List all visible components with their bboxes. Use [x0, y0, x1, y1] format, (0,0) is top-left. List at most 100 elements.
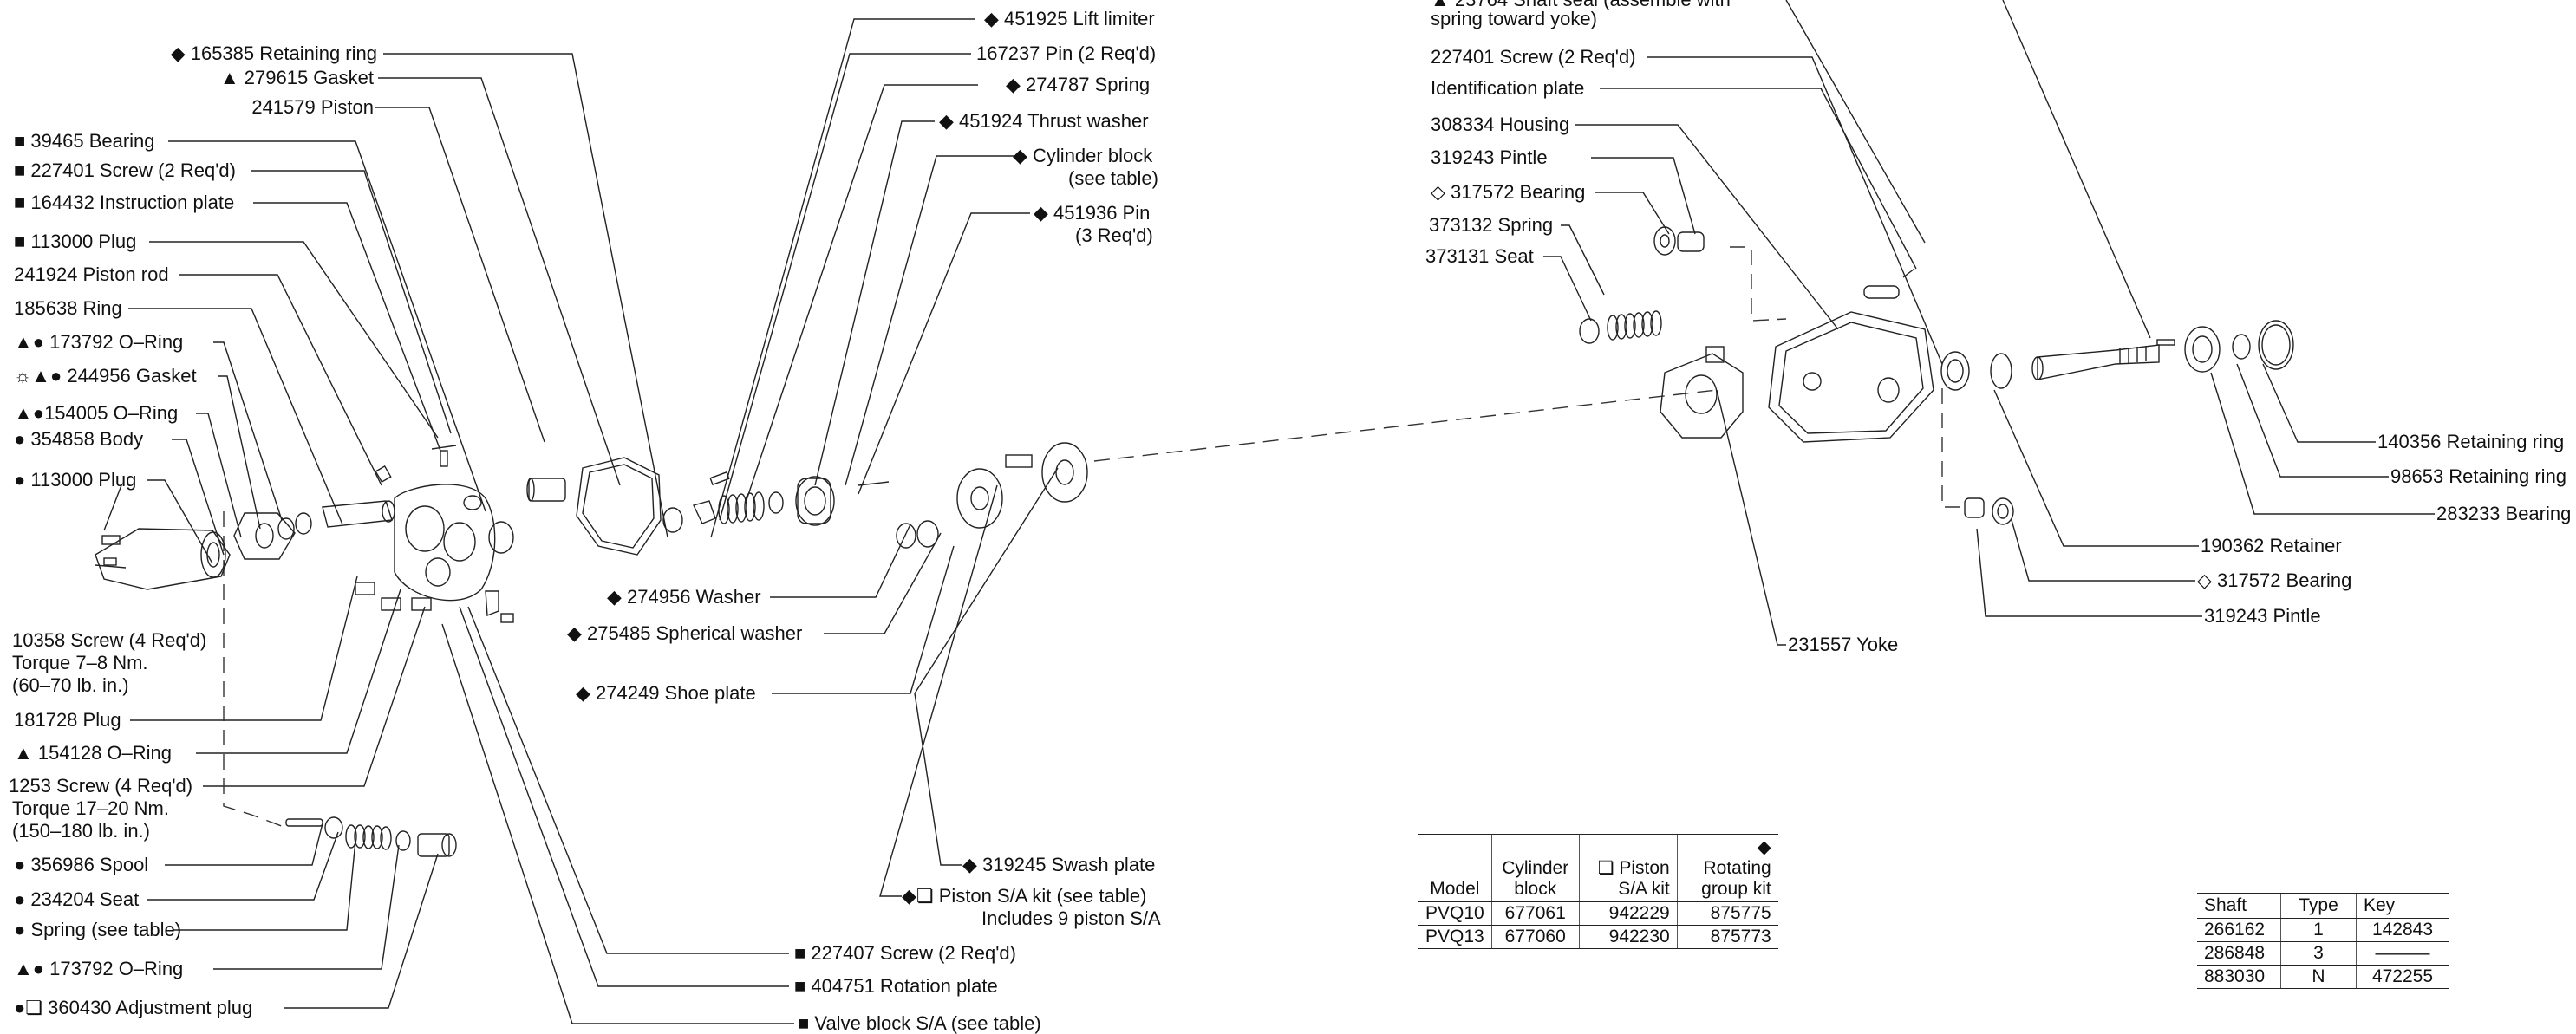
callout-shaft-seal: ▲ 23764 Shaft seal (assemble with [1431, 0, 1731, 10]
callout-gasket-279615: ▲ 279615 Gasket [219, 67, 374, 88]
model-table-header-cell: ◆ Rotating group kit [1676, 834, 1778, 902]
callout-torque-17-20: Torque 17–20 Nm. [12, 797, 169, 819]
callout-screw-227407: ■ 227407 Screw (2 Req'd) [794, 942, 1016, 964]
middle-leader-lines [441, 18, 1059, 1024]
callout-torque-17-20-lb: (150–180 lb. in.) [12, 820, 150, 842]
callout-ring-185638: 185638 Ring [14, 297, 122, 319]
callout-o-ring-154128: ▲ 154128 O–Ring [14, 742, 173, 764]
callout-thrust-washer: ◆ 451924 Thrust washer [939, 110, 1149, 132]
callout-cylinder-block-note: (see table) [1068, 167, 1158, 189]
callout-valve-block: ■ Valve block S/A (see table) [798, 1012, 1041, 1034]
callout-screw-227401: ■ 227401 Screw (2 Req'd) [14, 159, 236, 181]
callout-pintle-top: 319243 Pintle [1431, 146, 1548, 168]
right-leader-lines [1543, 0, 2435, 646]
callout-piston-241579: 241579 Piston [251, 96, 374, 118]
callout-bearing-283233: 283233 Bearing [2436, 503, 2572, 524]
callout-identification-plate: Identification plate [1431, 77, 1585, 99]
model-table-header-cell: ❏ Piston S/A kit [1578, 834, 1678, 902]
callout-seat-234204: ● 234204 Seat [14, 888, 140, 910]
shaft-table-header-cell: Key [2356, 893, 2449, 919]
callout-housing: 308334 Housing [1431, 114, 1570, 135]
table-cell: PVQ10 [1418, 901, 1492, 926]
callout-rotation-plate: ■ 404751 Rotation plate [794, 975, 998, 997]
callout-pin-451936-qty: (3 Req'd) [1075, 224, 1153, 246]
callout-retaining-ring-165385: ◆ 165385 Retaining ring [170, 42, 377, 64]
table-cell: 472255 [2356, 965, 2449, 989]
callout-piston-sa-kit: ◆❏ Piston S/A kit (see table) [902, 885, 1147, 907]
callout-shaft-seal-note: spring toward yoke) [1431, 8, 1597, 29]
callout-cylinder-block: ◆ Cylinder block [1013, 145, 1153, 166]
valve-body-assembly [95, 445, 514, 623]
table-cell: 3 [2280, 941, 2357, 966]
callout-adjustment-plug: ●❏ 360430 Adjustment plug [14, 997, 253, 1018]
table-row: 883030 N 472255 [2197, 965, 2449, 989]
table-row: 266162 1 142843 [2197, 918, 2449, 942]
table-cell: 266162 [2197, 918, 2281, 942]
callout-plug-181728: 181728 Plug [14, 709, 121, 731]
table-row: PVQ13 677060 942230 875773 [1418, 925, 1778, 949]
callout-bearing-317572-bottom: ◇ 317572 Bearing [2197, 569, 2352, 591]
table-row: PVQ10 677061 942229 875775 [1418, 901, 1778, 926]
table-cell: 1 [2280, 918, 2357, 942]
callout-spring-see-table: ● Spring (see table) [14, 919, 182, 940]
table-cell: ——— [2356, 941, 2449, 966]
callout-pin-451936: ◆ 451936 Pin [1034, 202, 1151, 224]
callout-plug-113000-b: ● 113000 Plug [14, 469, 137, 491]
callout-shoe-plate: ◆ 274249 Shoe plate [576, 682, 756, 704]
callout-screw-227401-right: 227401 Screw (2 Req'd) [1431, 46, 1636, 68]
callout-bearing-317572-top: ◇ 317572 Bearing [1431, 181, 1586, 203]
table-cell: 942229 [1578, 901, 1678, 926]
callout-swash-plate: ◆ 319245 Swash plate [962, 854, 1156, 875]
table-cell: 677060 [1490, 925, 1580, 949]
callout-pintle-bottom: 319243 Pintle [2204, 605, 2321, 627]
table-row: 286848 3 ——— [2197, 941, 2449, 966]
callout-body-354858: ● 354858 Body [14, 428, 144, 450]
spool-assembly [285, 816, 457, 857]
callout-spool-356986: ● 356986 Spool [14, 854, 149, 875]
model-table-header-cell: Cylinder block [1490, 834, 1580, 902]
shaft-table-header: Shaft Type Key [2197, 893, 2449, 919]
table-cell: 942230 [1578, 925, 1678, 949]
callout-seat-373131: 373131 Seat [1425, 245, 1534, 267]
callout-bearing-39465: ■ 39465 Bearing [14, 130, 155, 152]
callout-spring-373132: 373132 Spring [1429, 214, 1554, 236]
left-leader-lines [128, 53, 668, 1009]
shaft-table-header-cell: Shaft [2197, 893, 2281, 919]
table-cell: 142843 [2356, 918, 2449, 942]
callout-screw-10358: 10358 Screw (4 Req'd) [12, 629, 207, 651]
table-cell: N [2280, 965, 2357, 989]
callout-o-ring-154005: ▲●154005 O–Ring [14, 402, 179, 424]
callout-retainer-190362: 190362 Retainer [2201, 535, 2342, 556]
table-cell: 875775 [1676, 901, 1778, 926]
shaft-table: Shaft Type Key 266162 1 142843 286848 3 … [2197, 893, 2449, 989]
callout-screw-1253: 1253 Screw (4 Req'd) [9, 775, 193, 797]
rotating-group [526, 442, 1088, 556]
table-cell: 875773 [1676, 925, 1778, 949]
model-table-header-cell: Model [1418, 834, 1492, 902]
callout-o-ring-173792-b: ▲● 173792 O–Ring [14, 958, 184, 979]
callout-piston-sa-note: Includes 9 piston S/A [981, 907, 1161, 929]
callout-pin-167237: 167237 Pin (2 Req'd) [976, 42, 1157, 64]
table-cell: PVQ13 [1418, 925, 1492, 949]
callout-washer-274956: ◆ 274956 Washer [607, 586, 761, 608]
callout-plug-113000: ■ 113000 Plug [14, 231, 137, 252]
shaft-table-header-cell: Type [2280, 893, 2357, 919]
table-cell: 883030 [2197, 965, 2281, 989]
housing-yoke-assembly [1579, 226, 2294, 525]
model-table: Model Cylinder block ❏ Piston S/A kit ◆ … [1418, 834, 1778, 949]
callout-gasket-244956: ☼▲● 244956 Gasket [14, 365, 197, 387]
callout-instruction-plate: ■ 164432 Instruction plate [14, 192, 235, 213]
callout-yoke: 231557 Yoke [1788, 634, 1899, 655]
callout-lift-limiter: ◆ 451925 Lift limiter [984, 8, 1155, 29]
table-cell: 677061 [1490, 901, 1580, 926]
callout-retaining-ring-98653: 98653 Retaining ring [2390, 465, 2567, 487]
callout-torque-7-8-lb: (60–70 lb. in.) [12, 674, 129, 696]
callout-spherical-washer: ◆ 275485 Spherical washer [567, 622, 803, 644]
callout-torque-7-8: Torque 7–8 Nm. [12, 652, 148, 673]
callout-o-ring-173792: ▲● 173792 O–Ring [14, 331, 184, 353]
model-table-header: Model Cylinder block ❏ Piston S/A kit ◆ … [1418, 834, 1778, 902]
callout-spring-274787: ◆ 274787 Spring [1006, 74, 1151, 95]
callout-retaining-ring-140356: 140356 Retaining ring [2377, 431, 2565, 452]
table-cell: 286848 [2197, 941, 2281, 966]
